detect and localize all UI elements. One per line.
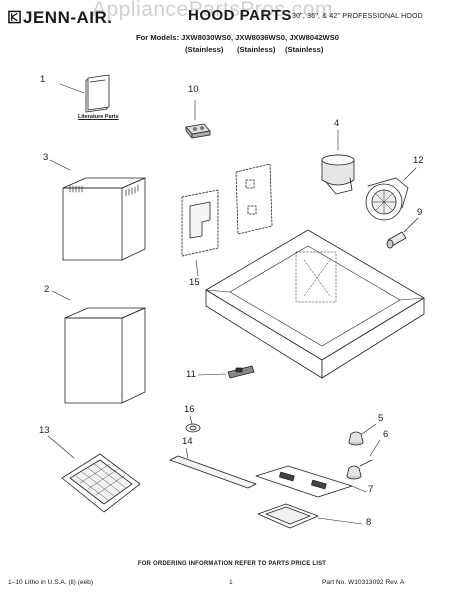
callout-1: 1 — [40, 74, 46, 85]
hood-backplate — [235, 163, 273, 235]
part-13-filter-tray — [47, 435, 141, 513]
part-16-grommet — [185, 415, 201, 433]
part-7-cover-plate — [255, 465, 367, 498]
part-literature — [59, 74, 110, 113]
part-4-blower-collar — [321, 129, 355, 195]
part-3-upper-duct-cover — [49, 159, 146, 261]
callout-11: 11 — [186, 369, 196, 380]
part-15-control-panel — [181, 189, 219, 277]
part-11-switch — [197, 365, 255, 379]
callout-2: 2 — [44, 284, 50, 295]
callout-10: 10 — [188, 84, 199, 95]
brand-name: JENN-AIR. — [23, 8, 113, 27]
part-number: Part No. W10313092 Rev. A — [322, 579, 405, 586]
page-title: HOOD PARTS — [188, 7, 292, 24]
callout-7: 7 — [368, 484, 374, 495]
callout-15: 15 — [189, 277, 200, 288]
callout-9: 9 — [417, 207, 423, 218]
callout-12: 12 — [413, 155, 424, 166]
variant-label: (Stainless) — [285, 45, 324, 54]
part-6-knob-stem — [346, 439, 381, 480]
part-14-trim-strip — [169, 447, 257, 489]
variant-label: (Stainless) — [185, 45, 224, 54]
hood-body — [205, 229, 425, 379]
callout-14: 14 — [182, 436, 193, 447]
brand-logo: JENN-AIR. — [8, 8, 113, 28]
part-2-lower-duct-cover — [51, 290, 146, 404]
variant-label: (Stainless) — [237, 45, 276, 54]
callout-6: 6 — [383, 429, 389, 440]
watermark: AppliancePartsPros.com — [92, 0, 333, 21]
part-9-light-socket — [386, 217, 419, 249]
models-line: For Models: JXW8030WS0, JXW8036WS0, JXW8… — [136, 33, 339, 42]
part-12-blower-motor — [365, 167, 417, 221]
callout-8: 8 — [366, 517, 372, 528]
page-number: 1 — [229, 579, 233, 586]
ordering-note: FOR ORDERING INFORMATION REFER TO PARTS … — [137, 561, 327, 567]
part-10-bracket — [185, 99, 211, 139]
callout-5: 5 — [378, 413, 384, 424]
brand-mark-icon — [8, 10, 21, 24]
part-8-light-lens — [257, 503, 363, 529]
callout-4: 4 — [334, 118, 340, 129]
callout-13: 13 — [39, 425, 50, 436]
part-5-knob — [348, 423, 377, 446]
literature-label: Literature Parts — [78, 114, 119, 120]
callout-16: 16 — [184, 404, 195, 415]
callout-3: 3 — [43, 152, 49, 163]
litho-code: 1–10 Litho in U.S.A. (ll) (eeb) — [8, 579, 94, 586]
page-subtitle: 30", 36", & 42" PROFESSIONAL HOOD — [292, 13, 423, 20]
